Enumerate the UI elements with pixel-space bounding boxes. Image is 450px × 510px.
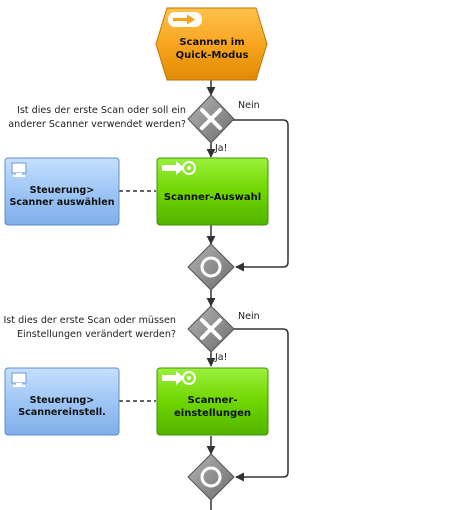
- monitor-icon: [11, 162, 27, 177]
- gateway-merge-2[interactable]: [187, 453, 235, 501]
- function-box-2-label: Scanner- einstellungen: [157, 395, 268, 420]
- system-box-1-label: Steuerung> Scanner auswählen: [5, 185, 119, 209]
- start-event-label: Scannen im Quick-Modus: [160, 37, 264, 62]
- start-event-label-line2: Quick-Modus: [175, 49, 249, 61]
- function-gear-arrow-icon: [162, 161, 196, 175]
- monitor-icon: [11, 372, 27, 387]
- start-event[interactable]: [155, 7, 268, 81]
- gateway2-no-label: Nein: [238, 311, 260, 322]
- gateway1-yes-label: Ja!: [215, 143, 228, 154]
- or-icon: [200, 256, 222, 278]
- function-box-2-label-line2: einstellungen: [174, 407, 251, 419]
- system-box-1[interactable]: [4, 157, 120, 226]
- gateway1-no-label: Nein: [238, 100, 260, 111]
- event-icon: [168, 12, 202, 27]
- gateway1-question: Ist dies der erste Scan oder soll ein an…: [8, 104, 186, 132]
- function-box-1-label: Scanner-Auswahl: [163, 192, 262, 203]
- connectors: [119, 80, 289, 510]
- system-box-1-label-line2: Scanner auswählen: [9, 196, 115, 208]
- function-gear-arrow-icon: [162, 371, 196, 385]
- gateway1-question-line1: Ist dies der erste Scan oder soll ein: [16, 105, 186, 116]
- xor-icon: [200, 318, 222, 340]
- function-box-2-label-line1: Scanner-: [187, 395, 238, 406]
- gateway2-question-line1: Ist dies der erste Scan oder müssen: [3, 315, 176, 326]
- system-box-2-label-line2: Scannereinstell.: [18, 406, 106, 418]
- start-event-label-line1: Scannen im: [179, 37, 245, 48]
- gateway2-question-line2: Einstellungen verändert werden?: [16, 328, 176, 340]
- gateway2-question: Ist dies der erste Scan oder müssen Eins…: [3, 314, 176, 342]
- function-box-2[interactable]: [156, 367, 269, 436]
- connector-gateway1-no: [233, 119, 289, 272]
- gateway1-question-line2: anderer Scanner verwendet werden?: [8, 118, 186, 130]
- or-icon: [200, 466, 222, 488]
- gateway-xor-1[interactable]: [187, 94, 235, 144]
- xor-icon: [200, 108, 222, 130]
- system-box-2[interactable]: [4, 367, 120, 436]
- function-box-1[interactable]: [156, 157, 269, 226]
- connector-gateway2-no: [233, 328, 289, 482]
- system-box-1-label-line1: Steuerung>: [29, 185, 95, 196]
- system-box-2-label: Steuerung> Scannereinstell.: [5, 395, 119, 419]
- gateway-merge-1[interactable]: [187, 243, 235, 291]
- system-box-2-label-line1: Steuerung>: [29, 395, 95, 406]
- gateway2-yes-label: Ja!: [215, 352, 228, 363]
- gateway-xor-2[interactable]: [187, 305, 235, 353]
